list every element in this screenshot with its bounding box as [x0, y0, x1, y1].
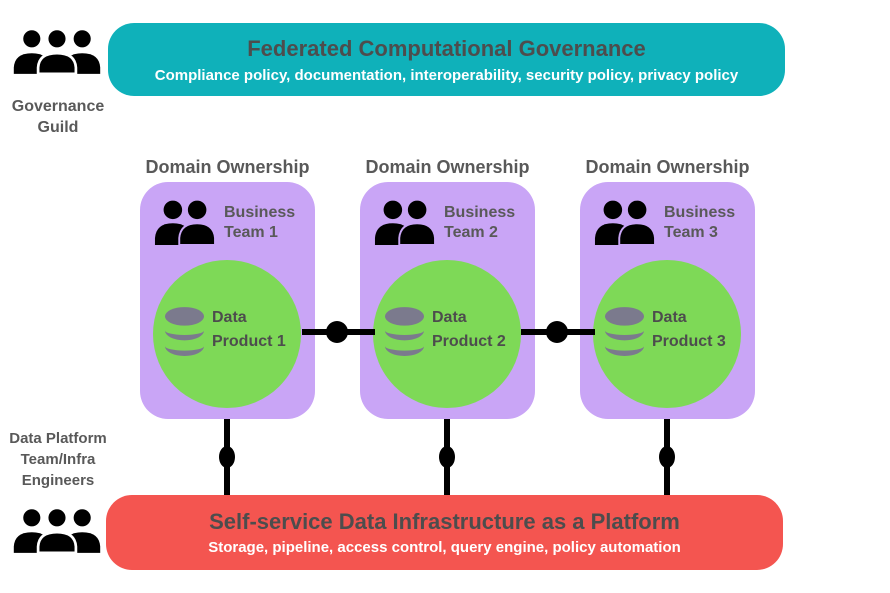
self-service-platform-banner: Self-service Data Infrastructure as a Pl… — [106, 495, 783, 570]
domain-box: Business Team 3 Data Product 3 — [580, 182, 755, 419]
data-product-label: Data Product 1 — [212, 309, 286, 350]
business-team-icon — [593, 199, 657, 245]
connector-node-dot — [219, 446, 235, 468]
business-team-label: Business Team 2 — [444, 204, 516, 241]
platform-banner-title: Self-service Data Infrastructure as a Pl… — [209, 509, 680, 534]
platform-team-people-icon — [12, 506, 102, 553]
database-icon — [163, 307, 206, 358]
connector-node-dot — [326, 321, 348, 343]
governance-banner-subtitle: Compliance policy, documentation, intero… — [154, 66, 739, 84]
platform-team-label: Data Platform Team/Infra Engineers — [9, 430, 107, 489]
platform-banner-subtitle: Storage, pipeline, access control, query… — [208, 539, 681, 556]
data-product-label: Data Product 2 — [432, 309, 506, 350]
business-team-label: Business Team 3 — [664, 204, 736, 241]
domain-group-1: Domain Ownership Business Team 1 Data Pr… — [140, 150, 315, 420]
governance-guild-label: Governance Guild — [11, 98, 105, 136]
data-product-circle: Data Product 2 — [373, 260, 521, 408]
business-team-label: Business Team 1 — [224, 204, 296, 241]
database-icon — [383, 307, 426, 358]
connector-node-dot — [546, 321, 568, 343]
domain-group-2: Domain Ownership Business Team 2 Data Pr… — [360, 150, 535, 420]
business-team-icon — [153, 199, 217, 245]
data-product-circle: Data Product 3 — [593, 260, 741, 408]
connector-node-dot — [439, 446, 455, 468]
database-icon — [603, 307, 646, 358]
domain-box: Business Team 2 Data Product 2 — [360, 182, 535, 419]
data-product-circle: Data Product 1 — [153, 260, 301, 408]
business-team-icon — [373, 199, 437, 245]
connector-node-dot — [659, 446, 675, 468]
federated-governance-banner: Federated Computational Governance Compl… — [108, 23, 785, 96]
governance-banner-title: Federated Computational Governance — [247, 35, 646, 61]
data-product-label: Data Product 3 — [652, 309, 726, 350]
domain-ownership-label: Domain Ownership — [365, 157, 530, 177]
domain-box: Business Team 1 Data Product 1 — [140, 182, 315, 419]
domain-group-3: Domain Ownership Business Team 3 Data Pr… — [580, 150, 755, 420]
domain-ownership-label: Domain Ownership — [585, 157, 750, 177]
domain-ownership-label: Domain Ownership — [145, 157, 310, 177]
governance-guild-people-icon — [12, 27, 102, 74]
